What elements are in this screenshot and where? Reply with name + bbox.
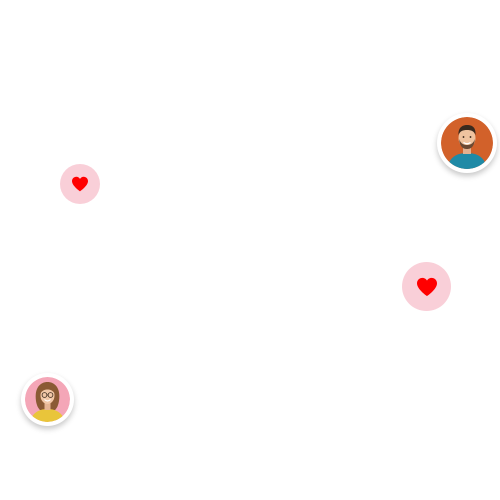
- man-avatar-photo: [441, 117, 493, 169]
- man-avatar[interactable]: [437, 113, 497, 173]
- heart-reaction-large[interactable]: [402, 262, 451, 311]
- heart-icon: [416, 277, 437, 296]
- woman-avatar-photo: [25, 377, 70, 422]
- heart-reaction-small[interactable]: [60, 164, 100, 204]
- heart-icon: [72, 176, 88, 192]
- woman-avatar[interactable]: [21, 373, 74, 426]
